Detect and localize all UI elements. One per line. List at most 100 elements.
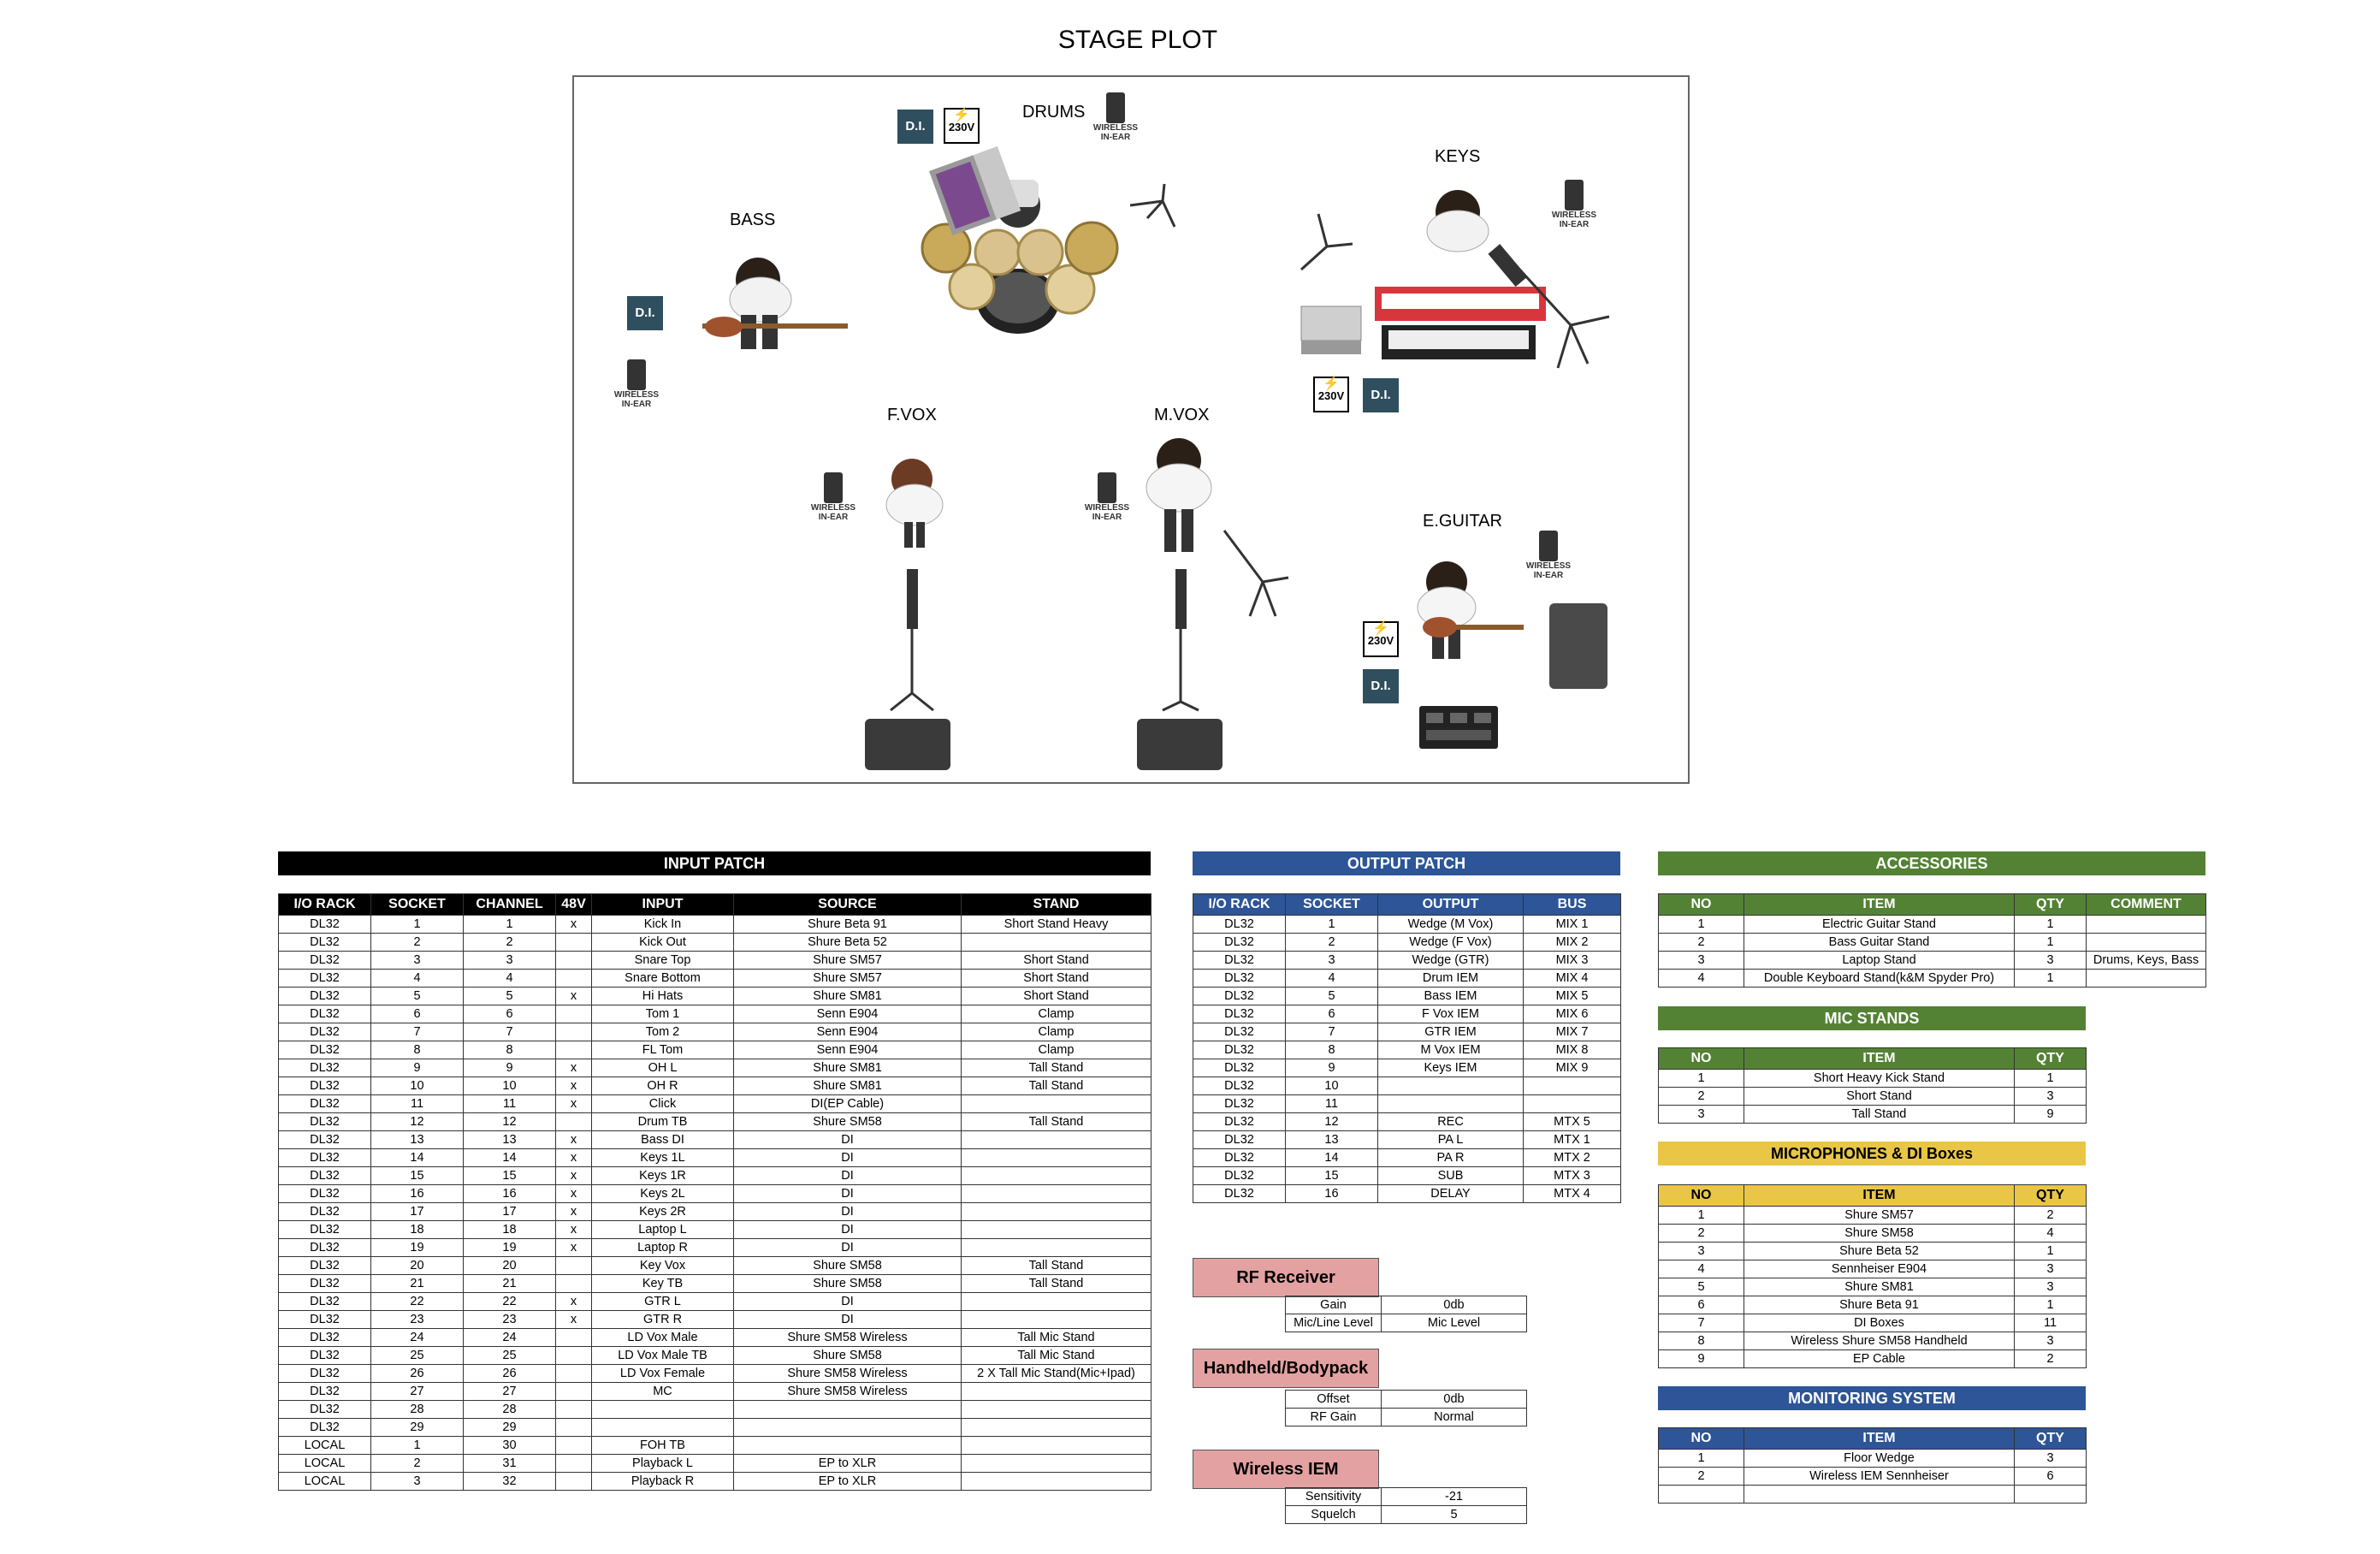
table-cell: Sennheiser E904: [1744, 1260, 2015, 1278]
table-cell: Normal: [1381, 1408, 1527, 1426]
table-cell: [2086, 915, 2206, 934]
table-cell: 3: [1658, 1242, 1744, 1260]
table-cell: 20: [370, 1256, 464, 1275]
column-header: ITEM: [1744, 1427, 2015, 1450]
table-cell: 3: [1285, 951, 1378, 970]
table-cell: Wedge (GTR): [1377, 951, 1524, 970]
handheld-title: Handheld/Bodypack: [1193, 1349, 1379, 1388]
table-cell: OH R: [591, 1077, 734, 1095]
table-cell: DL32: [1193, 1148, 1286, 1167]
table-cell: 13: [1285, 1130, 1378, 1149]
table-cell: MIX 2: [1523, 933, 1621, 952]
table-cell: [961, 1238, 1152, 1257]
table-cell: [555, 1454, 592, 1473]
table-cell: x: [555, 1148, 592, 1167]
column-header: QTY: [2014, 1047, 2087, 1070]
table-cell: Shure SM57: [733, 951, 962, 970]
column-header: ITEM: [1744, 1047, 2015, 1070]
table-cell: [555, 1023, 592, 1041]
wireless-iem-title: Wireless IEM: [1193, 1450, 1379, 1489]
table-cell: 0db: [1381, 1390, 1527, 1409]
stage-plot-title: STAGE PLOT: [1057, 26, 1218, 54]
table-cell: [961, 1292, 1152, 1311]
table-cell: Hi Hats: [591, 987, 734, 1005]
table-cell: Wireless IEM Sennheiser: [1744, 1467, 2015, 1486]
microphone-icon: [907, 569, 918, 629]
bass-player-icon: [702, 258, 848, 349]
table-cell: Short Stand: [961, 951, 1152, 970]
table-cell: 20: [463, 1256, 556, 1275]
table-cell: DI(EP Cable): [733, 1094, 962, 1113]
table-cell: 4: [1658, 969, 1744, 988]
di-box-icon: D.I.: [1363, 669, 1399, 703]
table-cell: M Vox IEM: [1377, 1041, 1524, 1059]
column-header: NO: [1658, 1184, 1744, 1207]
keys-label: KEYS: [1435, 147, 1481, 166]
table-cell: [1377, 1077, 1524, 1095]
table-cell: [555, 951, 592, 970]
table-cell: Shure SM58: [733, 1346, 962, 1365]
table-cell: Keys IEM: [1377, 1059, 1524, 1077]
fvox-label: F.VOX: [887, 406, 937, 424]
table-cell: Keys 1L: [591, 1148, 734, 1167]
table-cell: Shure SM81: [1744, 1278, 2015, 1296]
table-cell: 19: [463, 1238, 556, 1257]
table-cell: 1: [2014, 915, 2087, 934]
table-cell: 21: [463, 1274, 556, 1293]
table-cell: 14: [370, 1148, 464, 1167]
table-cell: x: [555, 1184, 592, 1203]
table-cell: RF Gain: [1285, 1408, 1382, 1426]
table-cell: Shure SM58 Wireless: [733, 1328, 962, 1347]
table-cell: EP Cable: [1744, 1349, 2015, 1368]
table-cell: F Vox IEM: [1377, 1005, 1524, 1023]
table-cell: DI: [733, 1148, 962, 1167]
table-cell: Click: [591, 1094, 734, 1113]
table-cell: Sensitivity: [1285, 1487, 1382, 1506]
table-cell: DL32: [278, 915, 371, 934]
table-cell: Tall Mic Stand: [961, 1328, 1152, 1347]
table-cell: x: [555, 1238, 592, 1257]
table-row: [1658, 1485, 2087, 1504]
table-cell: x: [555, 1094, 592, 1113]
table-cell: LOCAL: [278, 1454, 371, 1473]
table-cell: 7: [1285, 1023, 1378, 1041]
table-cell: DL32: [278, 1005, 371, 1023]
fvox-singer-icon: [885, 459, 944, 548]
table-cell: 13: [370, 1130, 464, 1149]
table-cell: 14: [463, 1148, 556, 1167]
table-cell: 23: [370, 1310, 464, 1329]
column-header: QTY: [2014, 893, 2087, 916]
table-cell: 16: [1285, 1184, 1378, 1203]
table-cell: x: [555, 915, 592, 934]
table-cell: 1: [463, 915, 556, 934]
table-cell: Senn E904: [733, 1005, 962, 1023]
power-outlet-icon: ⚡230V: [1313, 377, 1349, 412]
table-cell: 8: [1658, 1332, 1744, 1350]
table-cell: 25: [370, 1346, 464, 1365]
table-cell: [961, 1382, 1152, 1401]
table-cell: Gain: [1285, 1296, 1382, 1314]
table-cell: Snare Bottom: [591, 969, 734, 988]
table-cell: Wedge (M Vox): [1377, 915, 1524, 934]
table-cell: Double Keyboard Stand(k&M Spyder Pro): [1744, 969, 2015, 988]
